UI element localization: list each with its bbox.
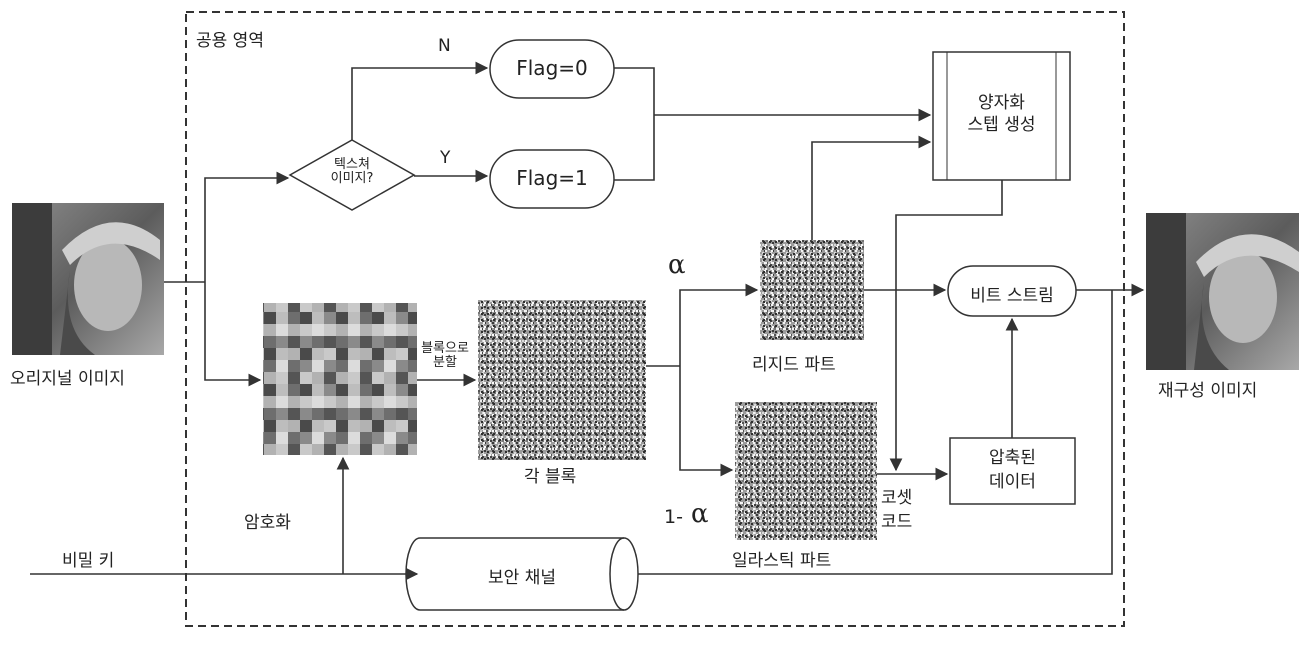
each-block-label: 각 블록 [524, 462, 576, 487]
split-line1: 블록으로 [412, 342, 478, 356]
residual-part-label: 리지드 파트 [752, 350, 836, 375]
elastic-part-label: 일라스틱 파트 [732, 546, 831, 571]
original-image [12, 203, 164, 355]
split-line2: 분할 [412, 356, 478, 370]
reconstructed-image-label: 재구성 이미지 [1158, 376, 1257, 401]
no-label: N [438, 36, 451, 56]
compressed-line1: 압축된 [950, 446, 1075, 470]
alpha-label-2: α [691, 499, 709, 529]
split-label: 블록으로 분할 [412, 342, 478, 370]
quant-step-line2: 스텝 생성 [947, 114, 1056, 136]
flag1-label: Flag=1 [490, 166, 614, 190]
quant-step-label: 양자화 스텝 생성 [947, 92, 1056, 136]
reconstructed-image [1146, 213, 1299, 370]
one-minus-label: 1- [664, 506, 683, 528]
texture-question-line2: 이미지? [310, 172, 394, 186]
compressed-line2: 데이터 [950, 470, 1075, 494]
encrypted-image [263, 303, 417, 455]
yes-label: Y [440, 148, 450, 168]
texture-question-line1: 텍스쳐 [310, 158, 394, 172]
compressed-data-label: 압축된 데이터 [950, 446, 1075, 494]
flag0-label: Flag=0 [490, 56, 614, 80]
codeset-line2: 코드 [881, 510, 912, 534]
secure-channel-label: 보안 채널 [420, 563, 624, 588]
codeset-line1: 코셋 [881, 486, 912, 510]
codeset-label: 코셋 코드 [881, 486, 912, 534]
public-region-label: 공용 영역 [196, 26, 264, 51]
bitstream-label: 비트 스트림 [948, 281, 1076, 306]
secret-key-label: 비밀 키 [62, 546, 114, 571]
texture-question-label: 텍스쳐 이미지? [310, 158, 394, 186]
original-image-label: 오리지널 이미지 [10, 364, 125, 389]
alpha-label: α [668, 250, 686, 280]
encryption-label: 암호화 [244, 508, 291, 533]
quant-step-line1: 양자화 [947, 92, 1056, 114]
